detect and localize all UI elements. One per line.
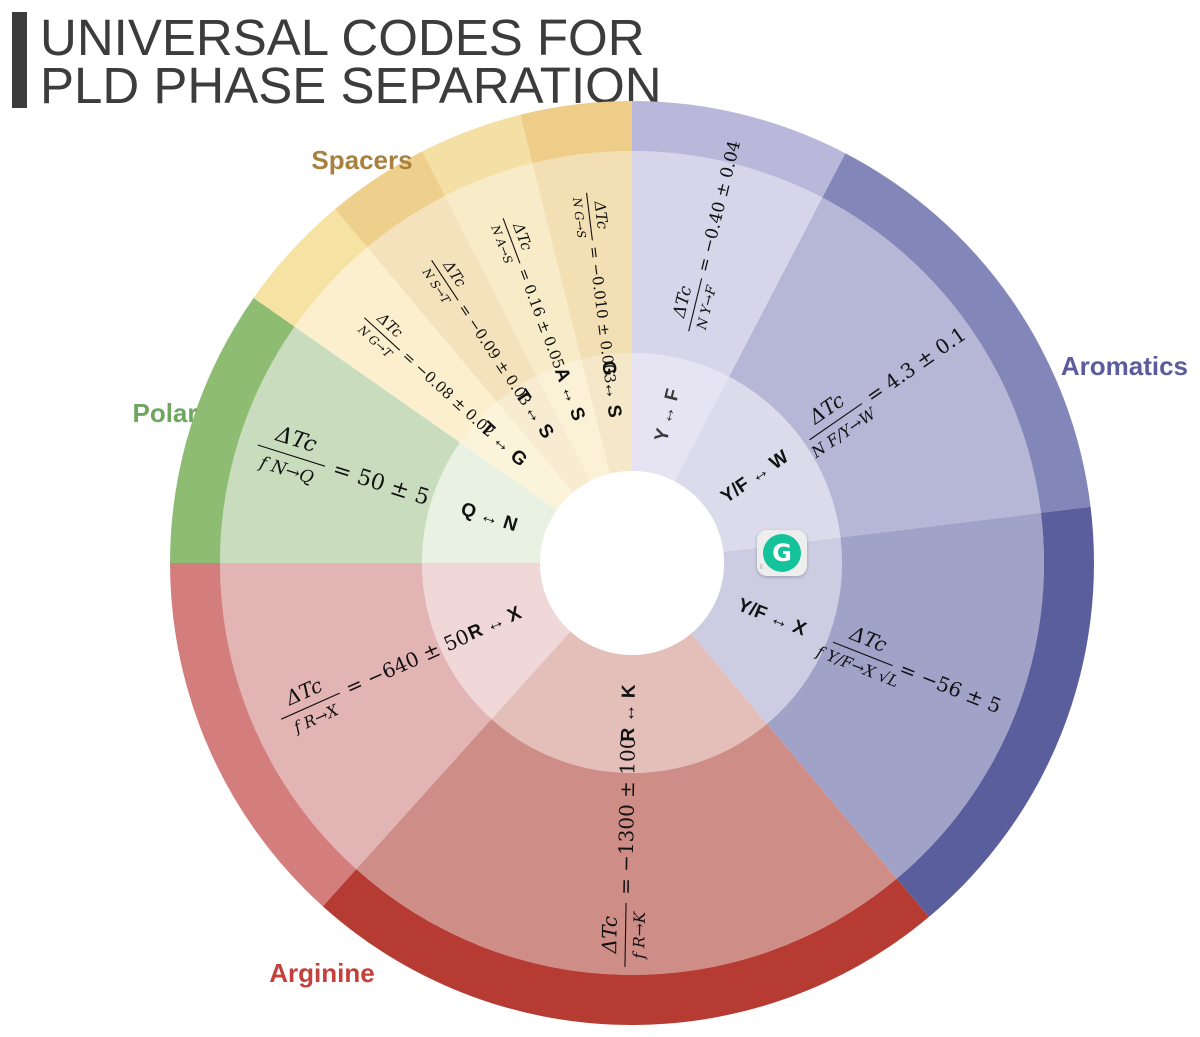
fraction-bar: [363, 317, 401, 351]
segment-text-r-k: R ↔ K ΔTc f R→K = −1300 ± 100: [597, 684, 649, 967]
segment-middle-a-s: [444, 163, 582, 376]
fraction-bar: [624, 902, 627, 967]
wheel-center-hole: [540, 471, 724, 655]
segment-inner-yf-x: [691, 537, 842, 724]
group-label-spacers: Spacers: [311, 145, 412, 175]
segment-outer-t-g: [253, 209, 368, 327]
segment-outer-yf-x: [896, 506, 1094, 917]
formula-r-k: ΔTc f R→K = −1300 ± 100: [597, 736, 649, 967]
segment-middle-yf-x: [766, 512, 1044, 879]
grammarly-widget[interactable]: G ⠿: [757, 530, 807, 576]
formula-numerator: ΔTc: [597, 916, 622, 955]
segment-inner-g-s: [581, 353, 632, 474]
segment-outer-q-n: [170, 298, 295, 563]
segment-middle-r-x: [220, 563, 492, 870]
fraction-bar: [688, 278, 703, 332]
fraction-bar: [280, 692, 340, 720]
segment-middle-t-g: [294, 247, 498, 443]
page-title-line-1: UNIVERSAL CODES FOR: [40, 9, 645, 66]
segment-outer-a-s: [422, 114, 533, 196]
segment-inner-q-n: [422, 442, 557, 563]
segment-inner-r-x: [422, 563, 571, 720]
fraction-bar: [502, 218, 521, 264]
group-label-aromatics: Aromatics: [1061, 351, 1188, 381]
segment-outer-g-s: [520, 101, 632, 164]
segment-middle-r-k: [356, 719, 897, 976]
segment-outer-yf-w: [822, 153, 1091, 513]
segment-middle-t-s: [367, 195, 537, 403]
segment-outer-r-x: [170, 563, 357, 907]
segment-middle-yf-w: [728, 197, 1041, 538]
segment-inner-yf-w: [674, 376, 841, 552]
pair-label-r-k: R ↔ K: [618, 684, 640, 742]
segment-outer-t-s: [335, 151, 445, 248]
fraction-bar: [431, 259, 459, 301]
segment-inner-a-s: [536, 359, 610, 482]
segment-middle-y-f: [632, 151, 823, 377]
group-label-polar: Polar: [132, 398, 197, 428]
segment-outer-r-k: [322, 869, 929, 1025]
segment-inner-r-k: [491, 631, 767, 774]
fraction-bar: [585, 192, 593, 241]
segment-inner-y-f: [632, 353, 729, 482]
grammarly-icon[interactable]: G: [763, 534, 801, 572]
segment-middle-g-s: [532, 151, 632, 360]
formula-value: = −1300 ± 100: [613, 736, 640, 895]
segment-middle-q-n: [220, 326, 460, 563]
fraction-bar: [809, 402, 863, 441]
segment-inner-t-s: [497, 375, 591, 493]
fraction-bar: [257, 444, 326, 467]
fraction-bar: [832, 641, 893, 667]
title-accent-bar: [12, 12, 27, 108]
drag-handle-icon[interactable]: ⠿: [759, 564, 764, 571]
segment-inner-t-g: [459, 402, 573, 511]
segment-outer-y-f: [632, 101, 846, 198]
group-label-arginine: Arginine: [269, 958, 374, 988]
page-title-line-2: PLD PHASE SEPARATION: [40, 57, 662, 114]
formula-denominator: f R→K: [630, 910, 649, 960]
formula-denominator: N G→S: [570, 196, 589, 239]
formula-numerator: ΔTc: [590, 199, 611, 231]
